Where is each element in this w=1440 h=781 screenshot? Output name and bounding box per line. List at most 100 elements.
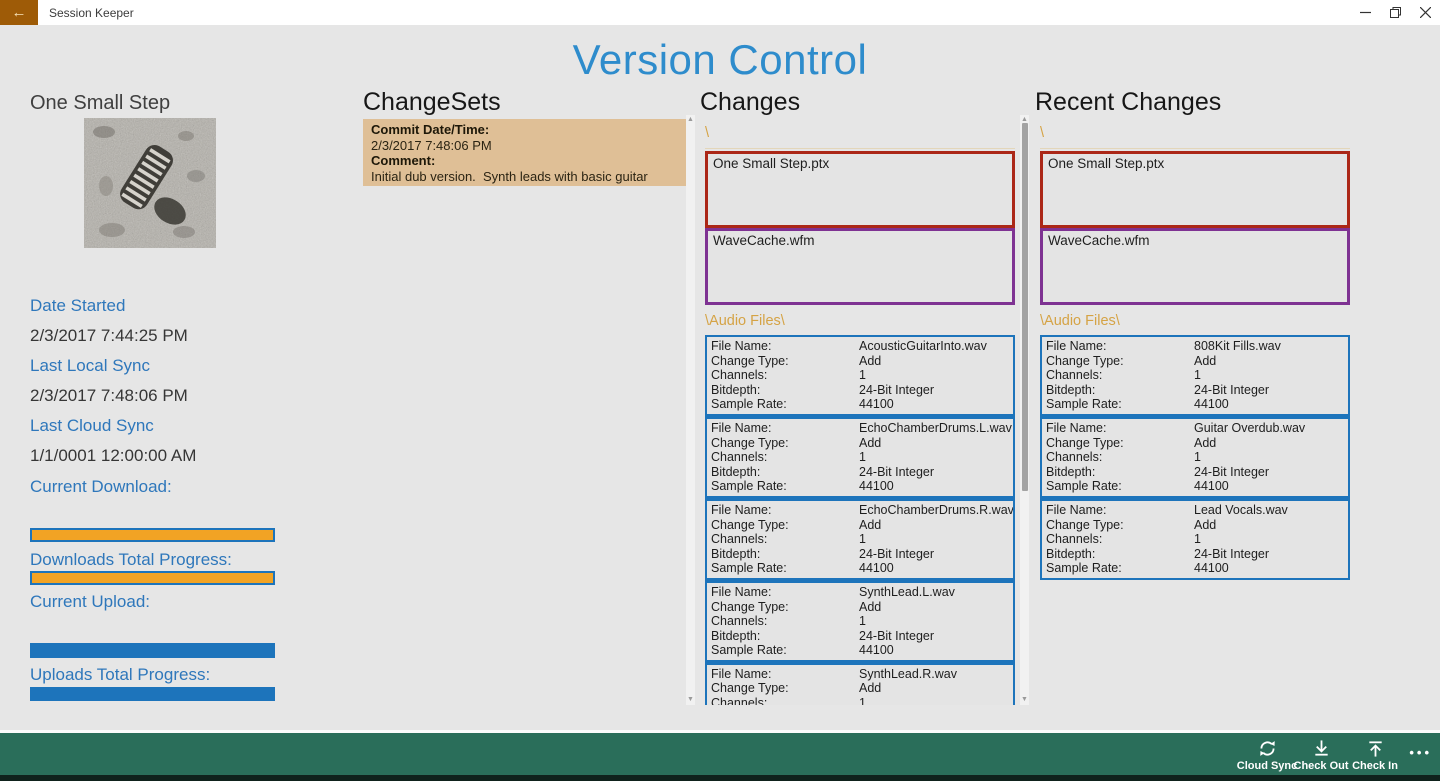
file-entry[interactable]: File Name:Guitar Overdub.wav Change Type…	[1042, 413, 1348, 496]
recent-changes-heading: Recent Changes	[1035, 88, 1222, 116]
change-type-label: Change Type:	[711, 353, 789, 368]
session-image-moon-footprint	[84, 118, 216, 248]
file-name-label: File Name:	[711, 666, 772, 681]
check-in-icon	[1368, 741, 1382, 757]
channels-label: Channels:	[711, 614, 768, 629]
file-name-label: File Name:	[1046, 420, 1107, 435]
close-button[interactable]	[1410, 0, 1440, 25]
file-name-value: EchoChamberDrums.R.wav	[859, 502, 1013, 517]
change-type-value: Add	[859, 681, 882, 696]
changes-heading: Changes	[700, 88, 801, 116]
file-name-value: EchoChamberDrums.L.wav	[859, 420, 1012, 435]
current-download-progressbar	[30, 528, 275, 542]
bitdepth-value: 24-Bit Integer	[1194, 382, 1270, 397]
appbar: Cloud Sync Check Out Check In •	[0, 733, 1440, 775]
file-name-value: AcousticGuitarInto.wav	[859, 339, 987, 353]
check-in-button[interactable]: Check In	[1348, 735, 1402, 772]
channels-value: 1	[859, 532, 866, 547]
recent-changes-list: \ One Small Step.ptx WaveCache.wfm \Audi…	[1035, 115, 1355, 705]
recent-file-box-ptx[interactable]: One Small Step.ptx	[1040, 151, 1350, 228]
file-name: One Small Step.ptx	[713, 156, 830, 171]
minimize-icon	[1359, 11, 1371, 14]
sample-rate-value: 44100	[859, 561, 894, 576]
uploads-total-progressbar	[30, 687, 275, 701]
file-name-label: File Name:	[711, 420, 772, 435]
sample-rate-label: Sample Rate:	[711, 643, 787, 658]
file-name-value: 808Kit Fills.wav	[1194, 339, 1281, 353]
sample-rate-label: Sample Rate:	[711, 397, 787, 412]
current-upload-progressbar	[30, 643, 275, 658]
sample-rate-value: 44100	[859, 397, 894, 412]
bitdepth-value: 24-Bit Integer	[859, 546, 935, 561]
minimize-button[interactable]	[1350, 0, 1380, 25]
channels-label: Channels:	[711, 696, 768, 705]
scroll-down-icon[interactable]: ▼	[1021, 696, 1028, 703]
channels-label: Channels:	[711, 532, 768, 547]
bitdepth-label: Bitdepth:	[1046, 464, 1096, 479]
downloads-total-progressbar	[30, 571, 275, 585]
channels-label: Channels:	[1046, 532, 1103, 547]
change-type-value: Add	[859, 435, 882, 450]
recent-file-box-wfm[interactable]: WaveCache.wfm	[1040, 228, 1350, 305]
channels-value: 1	[859, 614, 866, 629]
cloud-sync-button[interactable]: Cloud Sync	[1237, 735, 1297, 772]
session-name: One Small Step	[30, 92, 171, 114]
check-out-icon	[1314, 740, 1328, 756]
change-type-label: Change Type:	[1046, 517, 1124, 532]
app-title: Session Keeper	[49, 6, 134, 20]
file-name-value: Lead Vocals.wav	[1194, 502, 1288, 517]
more-button[interactable]: •••	[1409, 745, 1432, 760]
bitdepth-label: Bitdepth:	[711, 628, 761, 643]
current-download-label: Current Download:	[30, 477, 172, 496]
file-entry[interactable]: File Name: EchoChamberDrums.L.wav Change …	[707, 413, 1013, 496]
sample-rate-value: 44100	[859, 643, 894, 658]
change-type-value: Add	[1194, 353, 1217, 368]
change-type-label: Change Type:	[711, 435, 789, 450]
channels-value: 1	[859, 368, 866, 383]
file-name-value: Guitar Overdub.wav	[1194, 420, 1306, 435]
file-name: One Small Step.ptx	[1048, 156, 1165, 171]
file-entry[interactable]: File Name:EchoChamberDrums.R.wav Change …	[707, 495, 1013, 578]
change-type-value: Add	[1194, 517, 1217, 532]
cloud-sync-label: Cloud Sync	[1236, 760, 1298, 772]
file-entry[interactable]: File Name:808Kit Fills.wav Change Type:A…	[1042, 337, 1348, 414]
page-title: Version Control	[572, 36, 868, 83]
changesets-scrollbar[interactable]: ▲ ▼	[686, 115, 695, 705]
bitdepth-value: 24-Bit Integer	[859, 382, 935, 397]
changes-scrollbar[interactable]: ▲ ▼	[1020, 115, 1029, 705]
bitdepth-label: Bitdepth:	[1046, 546, 1096, 561]
file-entry[interactable]: File Name:SynthLead.R.wav Change Type:Ad…	[707, 659, 1013, 705]
changes-scrollbar-thumb[interactable]	[1021, 123, 1028, 491]
back-arrow-icon: ←	[11, 4, 27, 21]
close-icon	[1419, 7, 1431, 18]
changes-list: \ One Small Step.ptx WaveCache.wfm \Audi…	[700, 115, 1020, 705]
channels-value: 1	[1194, 450, 1201, 465]
file-entry[interactable]: File Name:AcousticGuitarInto.wav Change …	[707, 337, 1013, 414]
scroll-up-icon[interactable]: ▲	[1021, 116, 1028, 123]
restore-button[interactable]	[1380, 0, 1410, 25]
commit-datetime-label: Commit Date/Time:	[371, 122, 490, 137]
channels-value: 1	[859, 450, 866, 465]
sample-rate-value: 44100	[1194, 397, 1229, 412]
back-button[interactable]: ←	[0, 0, 38, 25]
last-local-sync-label: Last Local Sync	[30, 356, 151, 375]
file-entry[interactable]: File Name: Lead Vocals.wav Change Type: Ad…	[1042, 495, 1348, 578]
restore-icon	[1389, 7, 1401, 18]
file-entry[interactable]: File Name:SynthLead.L.wav Change Type:Ad…	[707, 577, 1013, 660]
change-type-value: Add	[1194, 435, 1217, 450]
sample-rate-label: Sample Rate:	[1046, 561, 1122, 576]
changes-file-box-wfm[interactable]: WaveCache.wfm	[705, 228, 1015, 305]
scroll-down-icon[interactable]: ▼	[687, 696, 694, 703]
file-name-value: SynthLead.R.wav	[859, 666, 957, 681]
appbar-bottom-strip	[0, 775, 1440, 781]
file-name-value: SynthLead.L.wav	[859, 584, 955, 599]
scroll-up-icon[interactable]: ▲	[687, 116, 694, 123]
file-name-label: File Name:	[1046, 502, 1107, 517]
changes-file-box-ptx[interactable]: One Small Step.ptx	[705, 151, 1015, 228]
changeset-item[interactable]: Commit Date/Time: 2/3/2017 7:48:06 PM Co…	[363, 119, 687, 186]
channels-value: 1	[1194, 368, 1201, 383]
bitdepth-value: 24-Bit Integer	[1194, 464, 1270, 479]
check-out-button[interactable]: Check Out	[1294, 735, 1349, 772]
channels-label: Channels:	[1046, 368, 1103, 383]
